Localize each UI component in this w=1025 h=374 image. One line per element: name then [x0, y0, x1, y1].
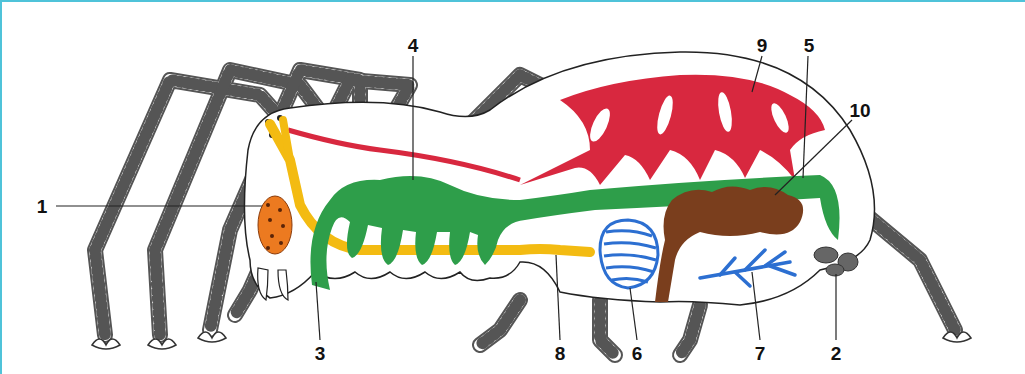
- callout-number: 5: [804, 36, 815, 55]
- callout-number: 10: [849, 101, 870, 120]
- callout-number: 8: [555, 344, 566, 363]
- callout-number: 2: [831, 344, 842, 363]
- callout-number: 7: [755, 344, 766, 363]
- callout-number: 9: [757, 36, 768, 55]
- callout-number: 1: [37, 197, 48, 216]
- callout-number: 6: [632, 344, 643, 363]
- callout-number: 3: [315, 344, 326, 363]
- callout-number: 4: [408, 36, 419, 55]
